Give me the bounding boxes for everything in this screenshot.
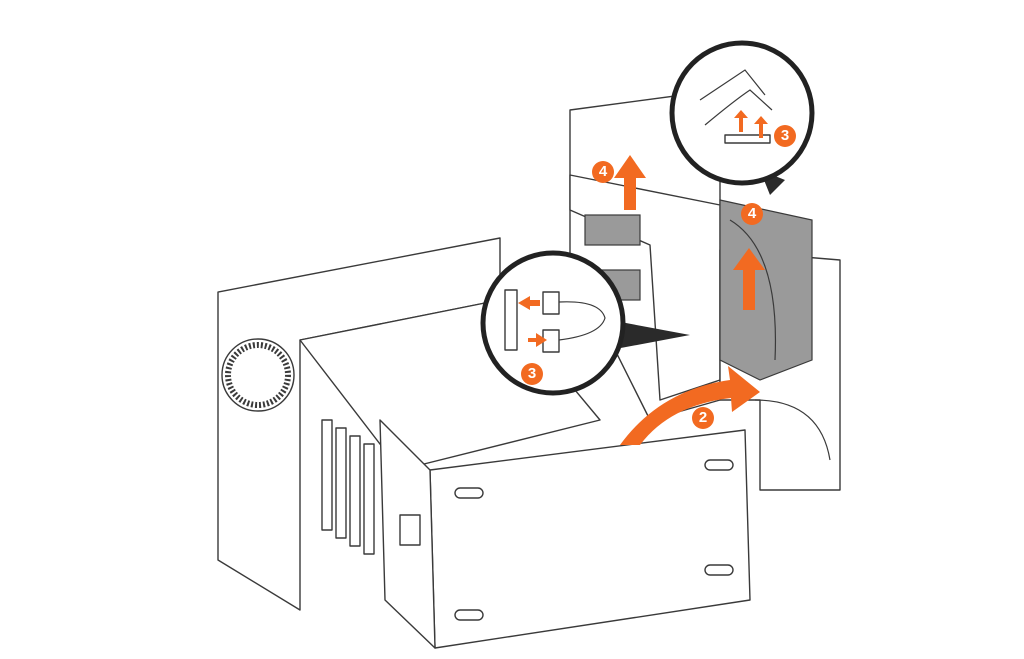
panel-slots (454, 459, 734, 621)
step-badge-3-hdd: 3 (774, 125, 796, 147)
arrow-rotate-bay-icon (620, 366, 760, 445)
step-badge-4-hdd: 4 (741, 203, 763, 225)
arrow-up-hdd-icon (733, 248, 765, 310)
arrow-up-hdd-connector-icon (734, 110, 748, 132)
callout-pointer-optical (610, 320, 690, 350)
expansion-slots (321, 419, 375, 555)
arrow-left-optical-icon (518, 296, 540, 310)
optical-drive-bay-1 (584, 214, 641, 246)
power-socket (399, 514, 421, 546)
arrow-up-optical-icon (614, 155, 646, 210)
hard-drive (719, 199, 813, 381)
step-badge-2-rotate: 2 (692, 407, 714, 429)
step-badge-4-optical: 4 (592, 161, 614, 183)
arrow-up-hdd-connector2-icon (754, 116, 768, 138)
callout-optical-connector (480, 250, 626, 396)
fan-grill (221, 338, 295, 412)
step-badge-3-optical: 3 (521, 363, 543, 385)
arrow-right-optical-icon (528, 333, 547, 347)
